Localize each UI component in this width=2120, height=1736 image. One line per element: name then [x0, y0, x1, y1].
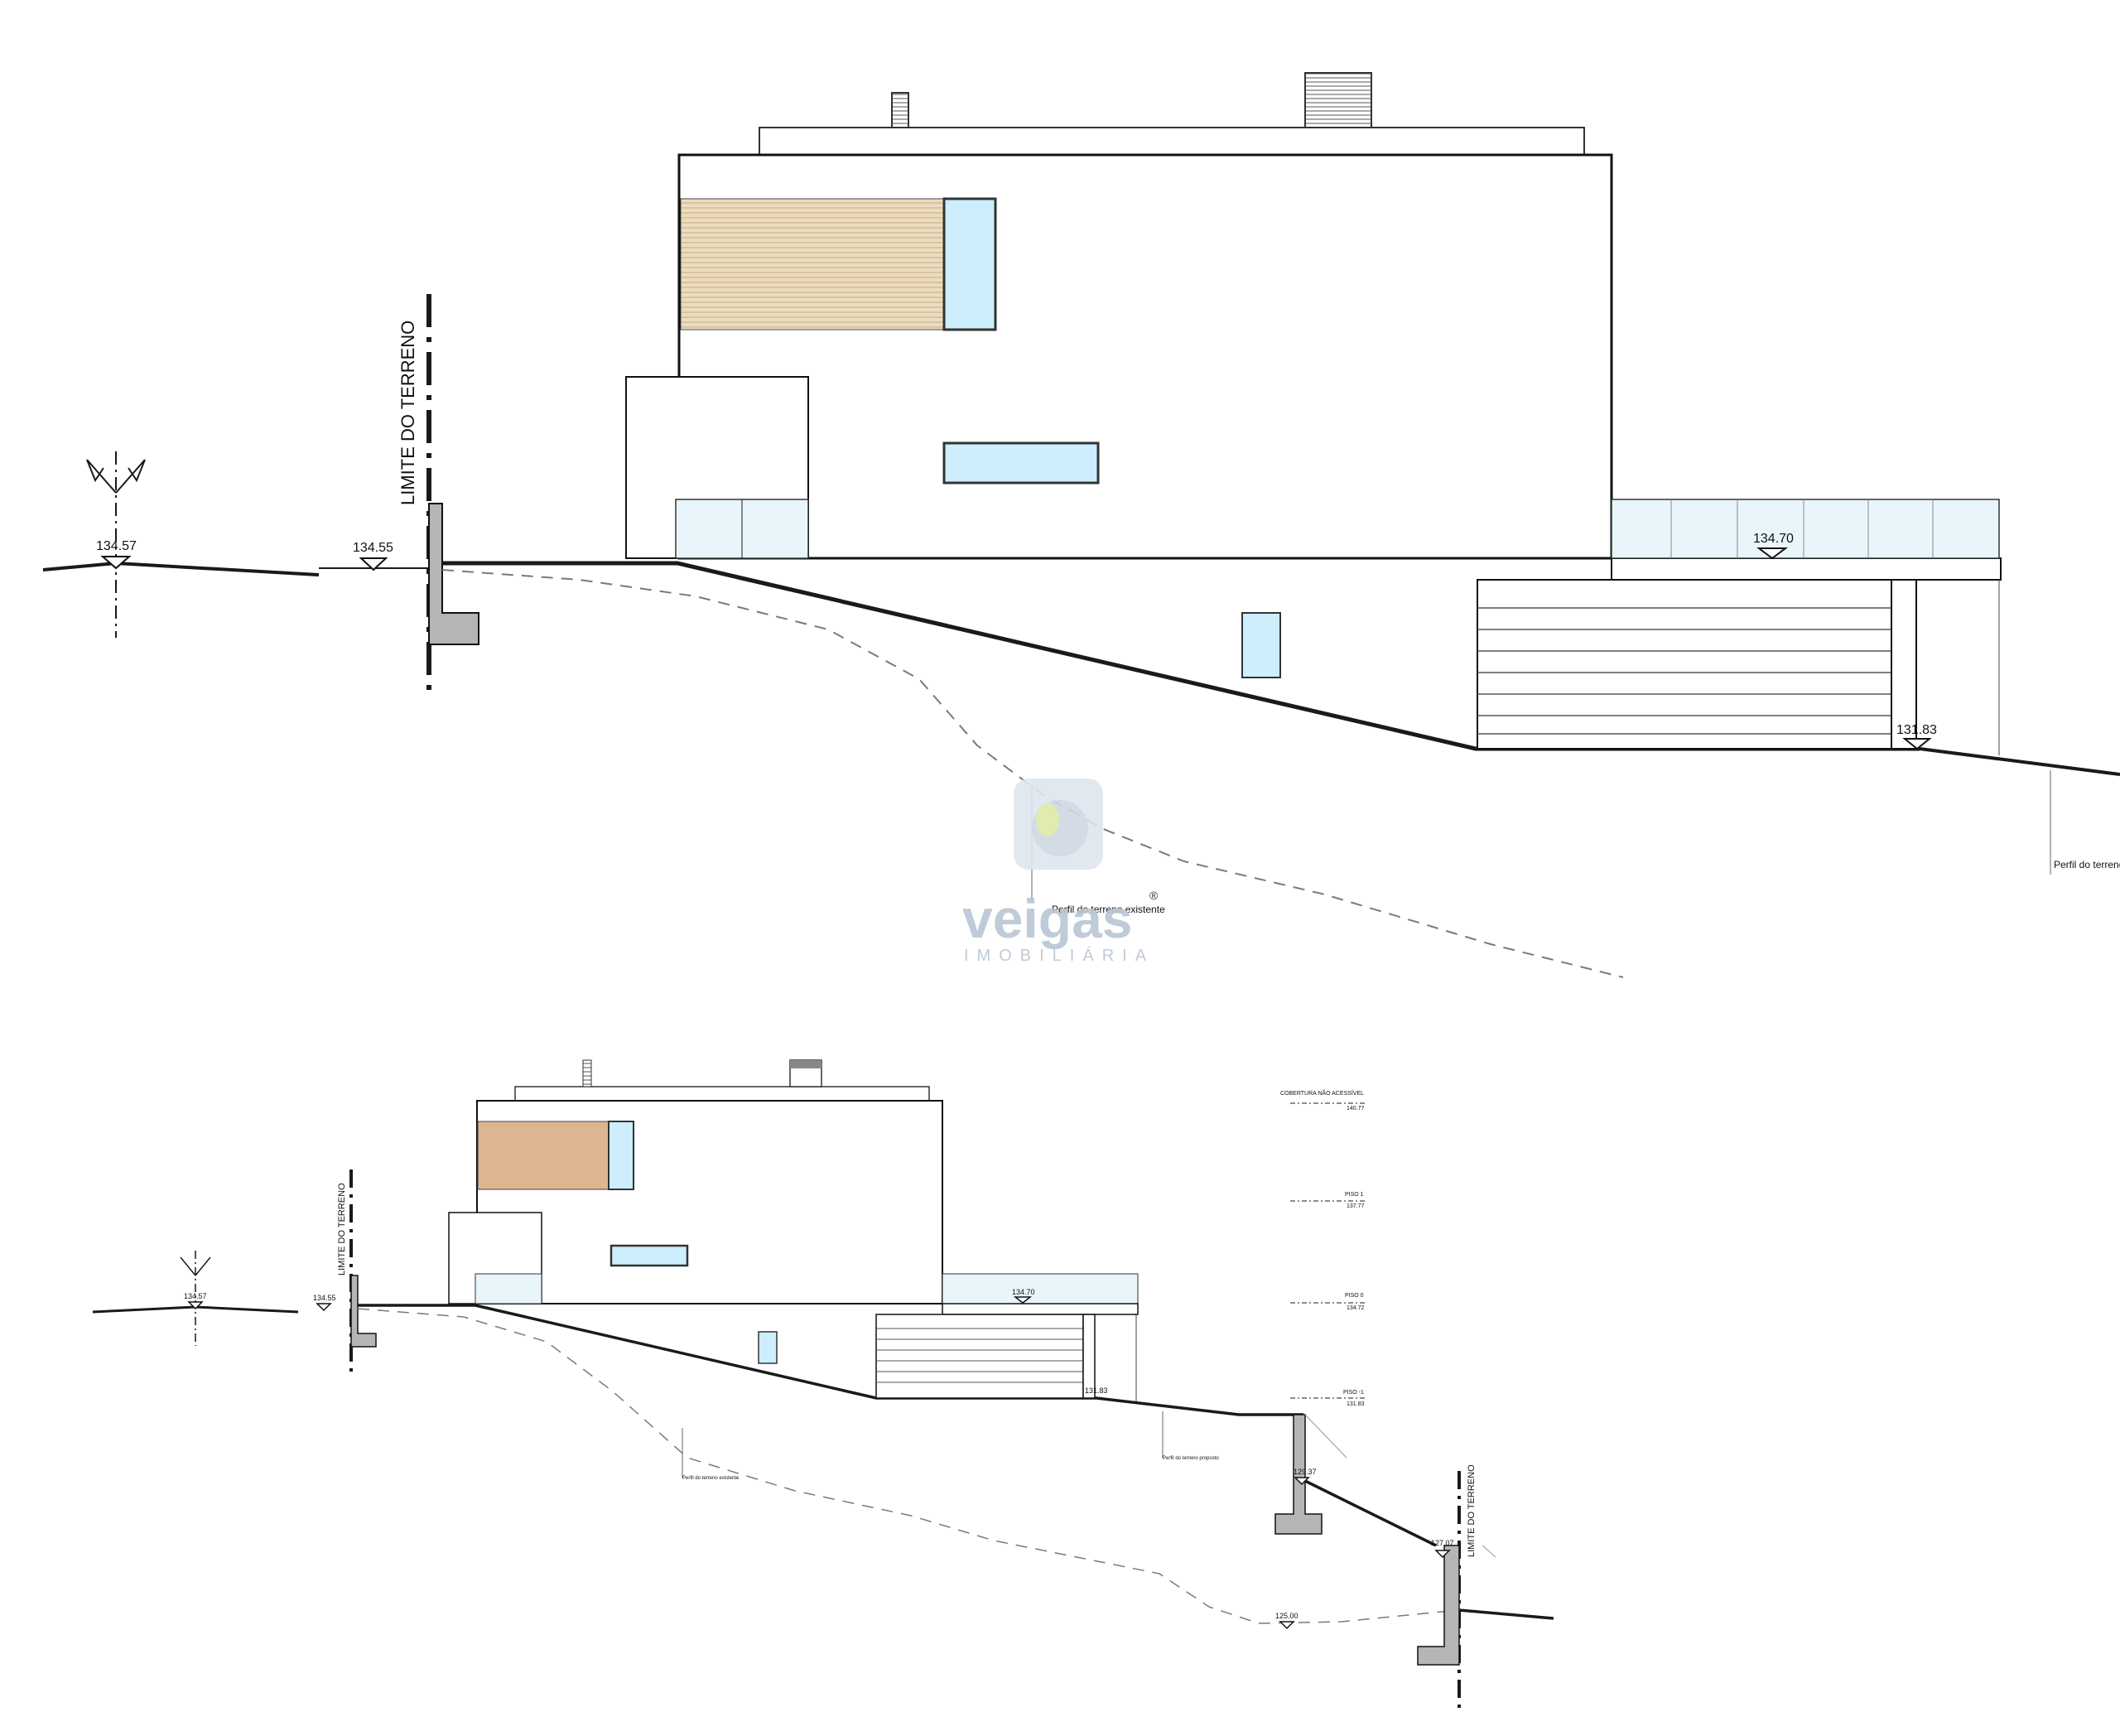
- boundary-marker: 134.55 LIMITE DO TERRENO: [319, 294, 479, 700]
- legend-level-value: 140.77: [1347, 1106, 1365, 1112]
- roof-parapet: [514, 1086, 930, 1102]
- level-marker-icon: [359, 557, 388, 571]
- legend-level-value: 134.72: [1347, 1305, 1365, 1311]
- glass-railing-left: [475, 1273, 542, 1304]
- boundary-label: LIMITE DO TERRENO: [398, 321, 418, 505]
- level-boundary-label: 134.55: [313, 1294, 336, 1302]
- upper-window: [608, 1121, 634, 1190]
- chimney: [891, 92, 909, 128]
- legend-level-value: 137.77: [1347, 1203, 1365, 1209]
- wood-cladding: [680, 198, 945, 330]
- glass-railing-right: [942, 1273, 1139, 1304]
- left-terrain: 134.57: [42, 451, 320, 638]
- level-marker-icon: [100, 556, 132, 570]
- house-bottom: 134.70 131.83: [448, 1059, 1139, 1401]
- boundary-label-left: LIMITE DO TERRENO: [337, 1183, 347, 1275]
- proposed-profile-label: Perfil do terreno: [2054, 859, 2120, 870]
- proposed-profile-label: Perfil do terreno proposto: [1163, 1456, 1219, 1461]
- level-terrace-label: 134.70: [1753, 532, 1794, 546]
- right-boundary: LIMITE DO TERRENO 127.07: [1417, 1464, 1554, 1714]
- lower-window: [758, 1331, 778, 1364]
- level-bottom-wall-label: 127.07: [1431, 1539, 1454, 1547]
- watermark-subtitle: IMOBILIÁRIA: [964, 946, 1154, 965]
- veigas-watermark-logo: veigas ® IMOBILIÁRIA: [962, 779, 1159, 965]
- level-left-label: 134.57: [184, 1292, 207, 1300]
- level-lower-label: 131.83: [1085, 1386, 1108, 1395]
- watermark-name: veigas: [962, 888, 1132, 949]
- level-marker-icon: [187, 1301, 204, 1310]
- retaining-wall-section: [1417, 1545, 1460, 1666]
- garage-column: [1082, 1314, 1096, 1399]
- level-marker-icon: [316, 1303, 332, 1312]
- legend-level-value: 131.83: [1347, 1401, 1365, 1407]
- tree-symbol-icon: [86, 459, 146, 494]
- retaining-wall-section: [350, 1275, 377, 1348]
- level-ground-low-label: 125.00: [1275, 1612, 1298, 1620]
- retaining-wall-section: [428, 503, 479, 645]
- mid-window: [942, 441, 1100, 485]
- level-marker-icon: [1902, 738, 1932, 750]
- upper-window: [942, 197, 997, 331]
- legend-level-name: COBERTURA NÃO ACESSÍVEL: [1280, 1089, 1364, 1097]
- glass-railing-right: [1611, 499, 2000, 559]
- level-terrace-label: 134.70: [1012, 1288, 1035, 1296]
- existing-profile-label: Perfil do terreno existente: [1052, 904, 1165, 915]
- level-boundary-label: 134.55: [353, 541, 393, 555]
- level-marker-icon: [1434, 1550, 1451, 1559]
- roof-parapet: [759, 127, 1585, 156]
- level-marker-icon: [1756, 547, 1788, 560]
- terrace-slab: [942, 1303, 1139, 1315]
- elevation-bottom: 134.57 134.55 LIMITE DO TERRENO 134.70: [92, 1059, 1554, 1714]
- house-top: 134.70 131.83: [625, 72, 2002, 755]
- boundary-label-right: LIMITE DO TERRENO: [1467, 1464, 1477, 1557]
- roof-vent: [1304, 72, 1372, 128]
- tree-symbol-icon: [180, 1256, 211, 1276]
- retaining-wall-middle: 129.37: [1274, 1414, 1347, 1535]
- garage-door: [875, 1314, 1084, 1399]
- level-left-label: 134.57: [96, 539, 137, 553]
- existing-profile-label: Perfil do terreno existente: [682, 1476, 740, 1481]
- level-lower-label: 131.83: [1896, 723, 1937, 737]
- level-retaining-label: 129.37: [1294, 1468, 1317, 1476]
- legend-level-name: PISO -1: [1343, 1390, 1364, 1396]
- lower-window: [1241, 612, 1281, 678]
- wood-cladding: [477, 1121, 610, 1190]
- level-marker-icon: [1013, 1296, 1033, 1304]
- terrace-slab: [1611, 557, 2002, 581]
- garage-column: [1891, 579, 1917, 750]
- legend-level-name: PISO 0: [1345, 1293, 1364, 1299]
- mid-window: [610, 1244, 689, 1267]
- levels-legend: COBERTURA NÃO ACESSÍVEL 140.77 PISO 1 13…: [1280, 1089, 1365, 1407]
- garage-door: [1477, 579, 1892, 750]
- level-marker-icon: [1279, 1621, 1295, 1630]
- watermark-registered: ®: [1149, 889, 1159, 902]
- legend-level-name: PISO 1: [1345, 1192, 1364, 1198]
- chimney: [582, 1059, 592, 1087]
- elevation-top: 134.57 134.55 LIMITE DO TERRENO: [42, 72, 2120, 978]
